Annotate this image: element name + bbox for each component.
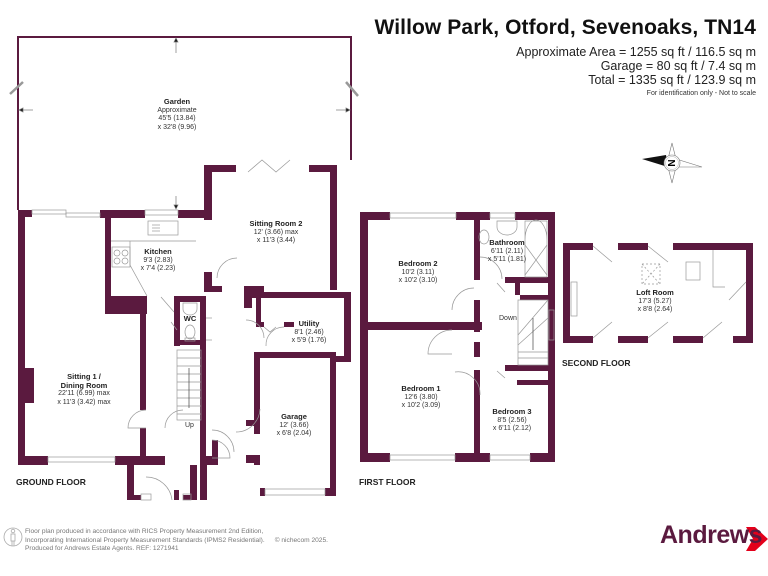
first-floor-fixtures <box>389 212 555 461</box>
room-name: Loft Room <box>636 288 674 297</box>
room-name: Bathroom <box>489 238 525 247</box>
ground-floor-fixtures <box>31 159 326 501</box>
room-dim: x 32'8 (9.96) <box>157 123 197 131</box>
room-label-kitchen: Kitchen 9'3 (2.83) x 7'4 (2.23) <box>140 247 176 274</box>
copyright: © nichecom 2025. <box>274 536 328 544</box>
room-dim: x 5'9 (1.76) <box>291 337 327 345</box>
room-dim: 22'11 (6.99) max <box>58 390 110 398</box>
brand-logo: Andrews <box>660 521 763 549</box>
room-name: WC <box>183 314 197 323</box>
second-floor-label: SECOND FLOOR <box>562 358 631 368</box>
garden-dimension-arrows <box>9 37 359 210</box>
room-label-bedroom-2: Bedroom 2 10'2 (3.11) x 10'2 (3.10) <box>398 259 438 286</box>
room-name: Kitchen <box>144 247 172 256</box>
room-name: Bedroom 1 <box>401 384 441 393</box>
property-title: Willow Park, Otford, Sevenoaks, TN14 <box>374 16 756 39</box>
room-label-sitting-dining: Sitting 1 / Dining Room 22'11 (6.99) max… <box>57 372 111 407</box>
room-label-sitting-room-2: Sitting Room 2 12' (3.66) max x 11'3 (3.… <box>249 219 303 246</box>
first-floor-walls <box>360 212 555 462</box>
compass-rose-icon: N <box>642 142 703 184</box>
room-dim: 8'1 (2.46) <box>294 328 324 336</box>
svg-text:N: N <box>667 159 678 166</box>
room-dim: x 5'11 (1.81) <box>487 256 527 264</box>
second-floor-walls <box>563 243 753 343</box>
room-name: Dining Room <box>60 380 108 390</box>
total-area: Total = 1335 sq ft / 123.9 sq m <box>588 73 756 87</box>
room-note: Approximate <box>157 106 197 114</box>
room-label-garden: Garden Approximate 45'5 (13.84) x 32'8 (… <box>157 97 197 132</box>
room-dim: 12'6 (3.80) <box>404 393 438 401</box>
room-label-utility: Utility 8'1 (2.46) x 5'9 (1.76) <box>291 319 327 346</box>
room-label-bathroom: Bathroom 6'11 (2.11) x 5'11 (1.81) <box>487 238 527 265</box>
disclaimer: For identification only - Not to scale <box>646 90 756 97</box>
room-label-wc: WC <box>183 314 197 324</box>
ground-floor-label: GROUND FLOOR <box>16 477 86 487</box>
room-dim: x 11'3 (3.42) max <box>57 398 111 406</box>
ground-floor-walls <box>18 165 351 500</box>
footer-line: Floor plan produced in accordance with R… <box>25 528 264 535</box>
footer-line: Incorporating International Property Mea… <box>25 536 265 544</box>
room-name: Garage <box>281 412 307 421</box>
person-icon <box>3 527 23 547</box>
garden-outline <box>17 36 352 210</box>
stairs-up-label: Up <box>185 422 194 429</box>
room-dim: 45'5 (13.84) <box>158 115 196 123</box>
room-label-bedroom-3: Bedroom 3 8'5 (2.56) x 6'11 (2.12) <box>492 407 532 434</box>
approximate-area: Approximate Area = 1255 sq ft / 116.5 sq… <box>516 45 756 59</box>
room-dim: x 10'2 (3.09) <box>401 402 441 410</box>
chevron-right-icon <box>746 527 768 551</box>
room-dim: x 11'3 (3.44) <box>256 237 296 245</box>
room-label-garage: Garage 12' (3.66) x 6'8 (2.04) <box>276 412 312 439</box>
room-dim: x 6'11 (2.12) <box>492 425 532 433</box>
garage-area: Garage = 80 sq ft / 7.4 sq m <box>600 59 756 73</box>
footer-line: Produced for Andrews Estate Agents. REF:… <box>25 545 179 553</box>
room-dim: 9'3 (2.83) <box>143 256 173 264</box>
room-dim: x 7'4 (2.23) <box>140 265 176 273</box>
second-floor-fixtures <box>570 245 747 339</box>
room-dim: 12' (3.66) max <box>253 228 299 236</box>
room-dim: x 6'8 (2.04) <box>276 430 312 438</box>
room-label-loft-room: Loft Room 17'3 (5.27) x 8'8 (2.64) <box>636 288 674 315</box>
room-name: Sitting 1 / <box>67 372 101 381</box>
footer-notes: Floor plan produced in accordance with R… <box>25 528 328 554</box>
room-name: Sitting Room 2 <box>249 219 303 228</box>
first-floor-label: FIRST FLOOR <box>359 477 416 487</box>
room-dim: 6'11 (2.11) <box>490 247 524 255</box>
room-dim: x 10'2 (3.10) <box>398 277 438 285</box>
stairs-down-label: Down <box>499 315 517 322</box>
room-name: Bedroom 3 <box>492 407 532 416</box>
room-dim: 12' (3.66) <box>279 421 309 429</box>
room-name: Garden <box>163 97 191 106</box>
room-dim: 8'5 (2.56) <box>497 416 527 424</box>
room-label-bedroom-1: Bedroom 1 12'6 (3.80) x 10'2 (3.09) <box>401 384 441 411</box>
room-name: Utility <box>298 319 320 328</box>
room-dim: 10'2 (3.11) <box>401 268 435 276</box>
room-dim: 17'3 (5.27) <box>638 297 672 305</box>
room-dim: x 8'8 (2.64) <box>637 306 673 314</box>
room-name: Bedroom 2 <box>398 259 438 268</box>
